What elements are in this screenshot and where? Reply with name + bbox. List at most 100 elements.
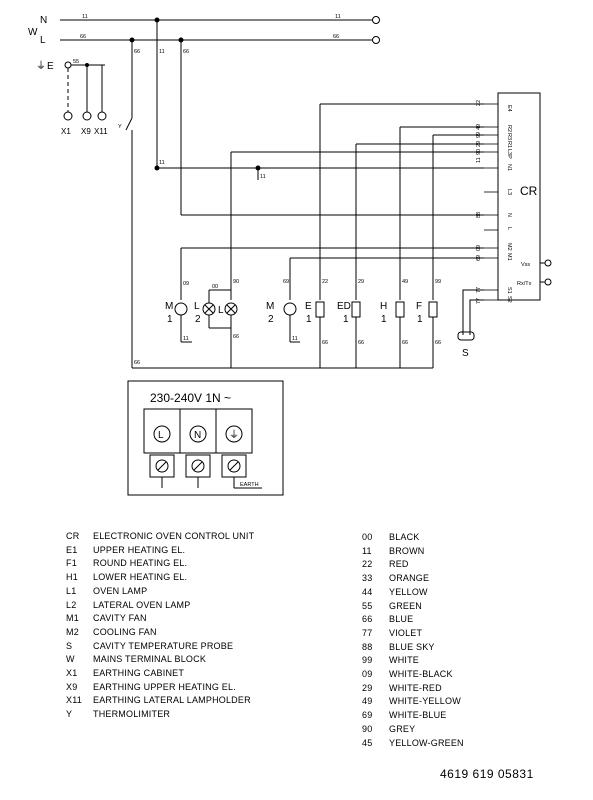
legend-code: 29 <box>362 682 373 693</box>
wire-code: 99 <box>476 132 482 138</box>
legend-text: WHITE-BLUE <box>389 710 447 721</box>
legend-code: F1 <box>66 558 77 569</box>
terminal-l <box>153 425 171 443</box>
terminal-earth-label: ⏚ <box>229 429 239 441</box>
legend-code: M2 <box>66 626 79 637</box>
legend-text: GREY <box>389 723 416 734</box>
legend-code: 77 <box>362 627 373 638</box>
cr-label: CR <box>520 184 538 198</box>
thermolimiter-label: Y <box>118 124 122 130</box>
legend-text: MAINS TERMINAL BLOCK <box>93 654 207 665</box>
legend-text: EARTHING UPPER HEATING EL. <box>93 681 236 692</box>
earth-point-x9 <box>82 111 92 121</box>
wire-code: 11 <box>292 336 298 342</box>
ed1-sub: 1 <box>343 314 349 325</box>
cr-pin-label: M1 <box>506 253 512 261</box>
legend-text: YELLOW-GREEN <box>389 737 464 748</box>
legend-text: THERMOLIMITER <box>93 709 171 720</box>
earth-point-x11-label: X11 <box>94 127 108 136</box>
ed1-label: ED <box>337 301 351 312</box>
legend-text: LATERAL OVEN LAMP <box>93 599 191 610</box>
wire-code: 77 <box>476 287 482 293</box>
m2-label: M <box>266 301 274 312</box>
legend-text: RED <box>389 559 409 570</box>
wire-code: 22 <box>322 279 328 285</box>
m2-sub: 2 <box>268 314 274 325</box>
wire-code: 49 <box>476 124 482 130</box>
l-rail-terminal <box>372 36 380 44</box>
legend-text: CAVITY FAN <box>93 613 147 624</box>
heater-ed1 <box>351 301 361 318</box>
h1-label: H <box>380 301 387 312</box>
legend-text: BLACK <box>389 532 420 542</box>
probe-s-label: S <box>462 348 469 359</box>
mains-terminal-block <box>127 380 284 496</box>
rxtx-label: Rx/Tx <box>517 281 532 287</box>
legend-text: LOWER HEATING EL. <box>93 572 188 583</box>
heater-e1 <box>315 301 325 318</box>
cr-pin-label: N1 <box>506 164 512 171</box>
legend-code: E1 <box>66 544 78 555</box>
rail-n-label: N <box>40 15 47 26</box>
cr-pin-label: E4 <box>506 105 512 112</box>
wire-code: 11 <box>159 49 165 55</box>
legend-code: 22 <box>362 559 373 570</box>
legend-text: BLUE <box>389 614 414 625</box>
legend-code: 33 <box>362 573 373 584</box>
wire-code: 29 <box>358 279 364 285</box>
wire-code: 22 <box>476 100 482 106</box>
legend-code: L1 <box>66 585 77 596</box>
f1-label: F <box>416 301 422 312</box>
legend-text: YELLOW <box>389 586 428 597</box>
n-rail-terminal <box>372 16 380 24</box>
legend-text: WHITE-BLACK <box>389 669 453 680</box>
legend-text: UPPER HEATING EL. <box>93 544 186 555</box>
legend-text: VIOLET <box>389 627 423 638</box>
document-number: 4619 619 05831 <box>440 767 534 781</box>
screw-n-icon <box>191 459 205 473</box>
wire-code: 55 <box>73 59 79 65</box>
earth-point-x1-label: X1 <box>61 127 71 136</box>
heater-f1 <box>428 301 438 318</box>
wire-code: 11 <box>82 14 88 20</box>
wire-code: 11 <box>476 157 482 163</box>
wire-code: 66 <box>358 340 364 346</box>
legend-code: M1 <box>66 613 79 624</box>
wiring-diagram: N W L ⏚ E 11 11 66 66 55 X1 X9 X11 Y 66 … <box>28 14 552 496</box>
legend-text: ORANGE <box>389 573 430 584</box>
e-rail-terminal <box>64 61 72 69</box>
earth-point-x1 <box>63 111 73 121</box>
legend-code: 66 <box>362 614 373 625</box>
l1-label: L <box>218 305 224 316</box>
color-legend-row: 22 RED <box>362 558 464 572</box>
wire-code: 66 <box>333 34 339 40</box>
legend-text: CAVITY TEMPERATURE PROBE <box>93 640 234 651</box>
legend-code: 00 <box>362 532 373 542</box>
l2-label: L <box>194 301 200 312</box>
legend-text: WHITE <box>389 655 419 666</box>
color-legend-row: 00 BLACK <box>362 531 464 545</box>
wire-code: 09 <box>183 281 189 287</box>
legend-text: BROWN <box>389 545 425 556</box>
cr-pin-label: R3 <box>506 133 512 140</box>
legend-text: ELECTRONIC OVEN CONTROL UNIT <box>93 531 255 541</box>
legend-code: X1 <box>66 668 78 679</box>
legend-code: 90 <box>362 723 373 734</box>
wire-code: 66 <box>134 360 140 366</box>
component-legend-row: M1 CAVITY FAN <box>66 612 254 626</box>
wire-code: 66 <box>183 49 189 55</box>
m1-sub: 1 <box>167 314 173 325</box>
legend-code: S <box>66 640 73 651</box>
component-legend-row: E1 UPPER HEATING EL. <box>66 544 254 558</box>
wire-code: 11 <box>335 14 341 20</box>
legend-text: BLUE SKY <box>389 641 435 652</box>
wire-code: 90 <box>233 279 239 285</box>
